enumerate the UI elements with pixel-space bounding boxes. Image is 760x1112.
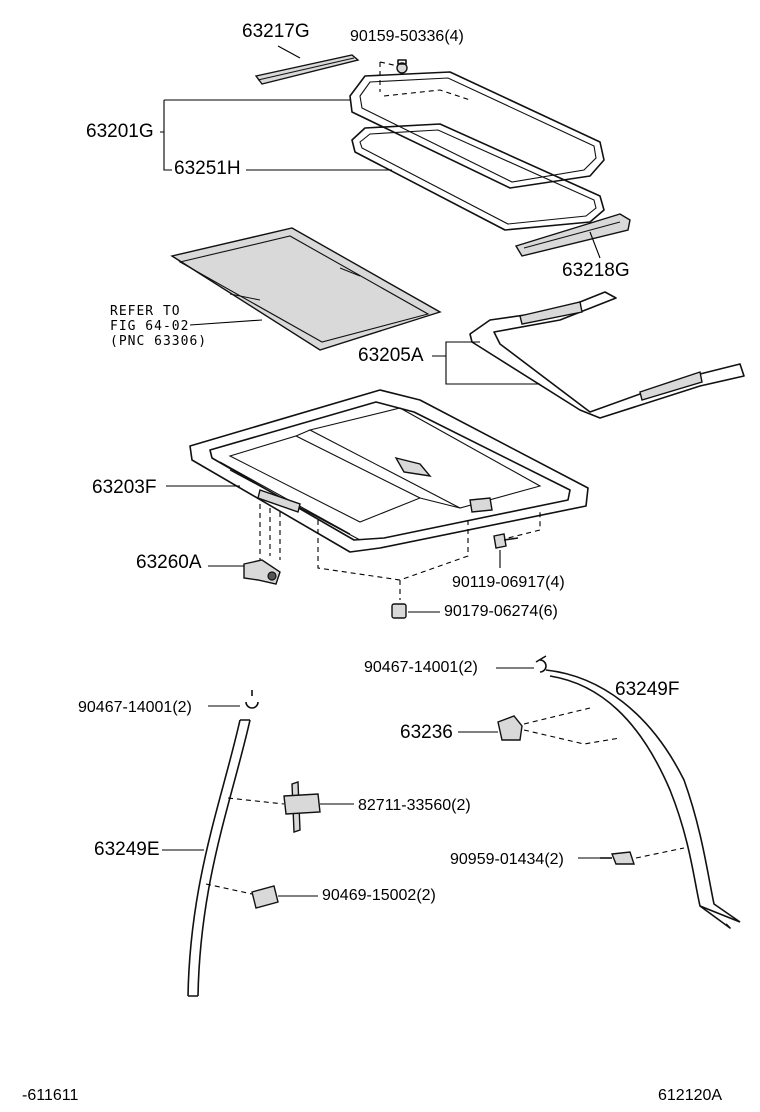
leader-63205A <box>432 341 540 385</box>
glass-panel-part <box>349 71 605 189</box>
label-90119: 90119-06917(4) <box>452 574 565 591</box>
nut-icon <box>391 603 407 619</box>
label-63201G: 63201G <box>86 121 154 142</box>
drive-cable-part <box>469 291 745 419</box>
dash-90469 <box>205 883 253 895</box>
label-90159: 90159-50336(4) <box>350 28 464 45</box>
clip-icon <box>245 690 259 709</box>
hose-icon <box>545 669 741 929</box>
dash-nut <box>499 510 541 541</box>
dash-63236 <box>523 707 621 745</box>
refer-line-2: FIG 64-02 <box>110 319 189 334</box>
label-63236: 63236 <box>400 722 453 743</box>
label-63217G: 63217G <box>242 21 310 42</box>
dash-90959 <box>635 847 685 859</box>
motor-icon <box>243 559 281 585</box>
weatherstrip-part <box>351 123 605 231</box>
frame-housing-part <box>189 389 589 553</box>
leader-refer <box>189 319 263 326</box>
sunshade-part <box>170 227 442 351</box>
dash-82711 <box>227 797 285 805</box>
label-63203F: 63203F <box>92 477 156 498</box>
deflector-part <box>514 213 631 257</box>
label-90467-right: 90467-14001(2) <box>364 659 478 676</box>
label-63218G: 63218G <box>562 260 630 281</box>
label-90467-left: 90467-14001(2) <box>78 699 192 716</box>
label-90179: 90179-06274(6) <box>444 603 558 620</box>
refer-line-3: (PNC 63306) <box>110 334 207 349</box>
clip-icon <box>251 885 279 909</box>
label-63249F: 63249F <box>615 679 679 700</box>
leader-63218G <box>589 231 601 259</box>
label-63249E: 63249E <box>94 839 160 860</box>
dash-63260A <box>259 504 281 560</box>
leader-63217G <box>277 45 301 59</box>
clip-icon <box>600 851 635 865</box>
label-63205A: 63205A <box>358 345 424 366</box>
clip-icon <box>283 781 321 833</box>
refer-line-1: REFER TO <box>110 304 181 319</box>
label-63260A: 63260A <box>136 552 202 573</box>
hose-icon <box>187 719 251 997</box>
dash-90159 <box>379 61 399 92</box>
footer-right-code: 612120A <box>658 1087 722 1104</box>
leader-63201G <box>160 99 350 171</box>
clip-icon <box>535 655 547 673</box>
label-90469: 90469-15002(2) <box>322 887 436 904</box>
footer-left-code: -611611 <box>22 1087 78 1104</box>
clip-icon <box>497 715 523 741</box>
deflector-strip-part <box>254 54 360 85</box>
label-63251H: 63251H <box>174 158 241 179</box>
dash-bolts <box>317 520 469 600</box>
bolt-icon <box>493 533 519 549</box>
bolt-icon <box>396 59 408 74</box>
label-90959: 90959-01434(2) <box>450 851 564 868</box>
label-82711: 82711-33560(2) <box>358 797 471 814</box>
